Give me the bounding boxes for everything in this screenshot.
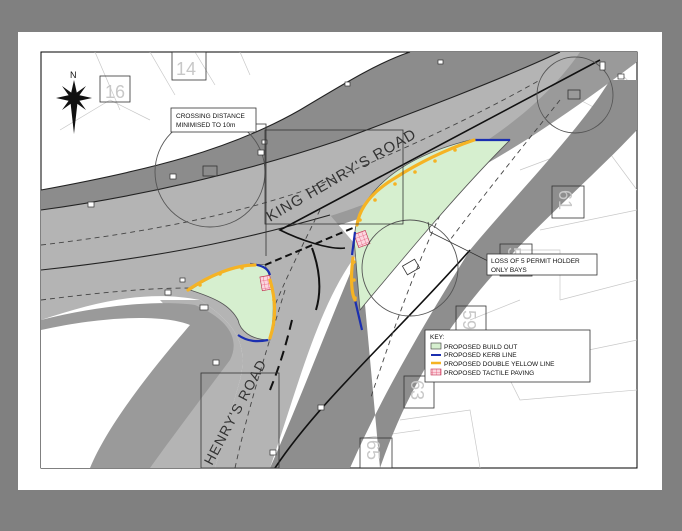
carriageway-junction [41, 215, 360, 468]
kerb-lines-existing [41, 52, 561, 271]
house-number-65: 65 [363, 440, 383, 460]
footway-north [41, 52, 560, 210]
proposed-kerb-lines [237, 138, 510, 343]
key-label-yellow-line: PROPOSED DOUBLE YELLOW LINE [444, 361, 555, 368]
street-furniture [87, 59, 625, 456]
loss-leader-line [427, 221, 491, 263]
tree-canopy-2 [361, 219, 459, 317]
footway-southeast [270, 80, 637, 468]
give-way-line [264, 224, 361, 266]
tree-canopy-3 [536, 56, 614, 134]
tree-pits [202, 89, 581, 276]
house-number-16: 16 [105, 82, 125, 102]
yellow-line-markers [198, 148, 457, 320]
key-label-kerb: PROPOSED KERB LINE [444, 352, 517, 359]
house-number-59: 59 [459, 310, 479, 330]
north-arrow-diag2-icon [62, 86, 86, 110]
double-yellow-lines [186, 138, 476, 340]
key-legend: KEY: PROPOSED BUILD OUT PROPOSED KERB LI… [424, 329, 591, 383]
crossing-annotation-box [170, 107, 257, 133]
tactile-paving-east [353, 229, 371, 249]
viewer-top-bar [0, 0, 682, 32]
key-label-tactile: PROPOSED TACTILE PAVING [444, 370, 534, 377]
key-title: KEY: [430, 334, 445, 341]
crossing-leader-line [255, 123, 267, 256]
centre-arrow-line [311, 247, 321, 311]
house-number-14: 14 [176, 59, 196, 79]
house-number-63: 63 [407, 380, 427, 400]
side-road-label-box [200, 372, 280, 468]
key-swatch-build-out [430, 342, 442, 350]
loss-annotation-line1: LOSS OF 5 PERMIT HOLDER [491, 258, 580, 265]
loss-annotation-box [486, 253, 598, 276]
crossing-annotation-line1: CROSSING DISTANCE [176, 113, 246, 120]
crossing-annotation-line2: MINIMISED TO 10m [176, 122, 235, 129]
kerb-side-east [274, 249, 471, 468]
kerb-east [278, 59, 601, 250]
key-swatch-tactile [430, 368, 442, 376]
viewer-bottom-bar [0, 490, 682, 531]
loss-annotation-line2: ONLY BAYS [491, 267, 527, 274]
key-box [424, 329, 591, 383]
house-number-61: 61 [555, 190, 575, 210]
north-label: N [70, 70, 77, 80]
main-road-label-box [264, 129, 404, 225]
side-road-dash [269, 319, 293, 391]
north-arrow: N [56, 70, 92, 134]
key-label-build-out: PROPOSED BUILD OUT [444, 344, 517, 351]
property-southwest [41, 318, 190, 468]
